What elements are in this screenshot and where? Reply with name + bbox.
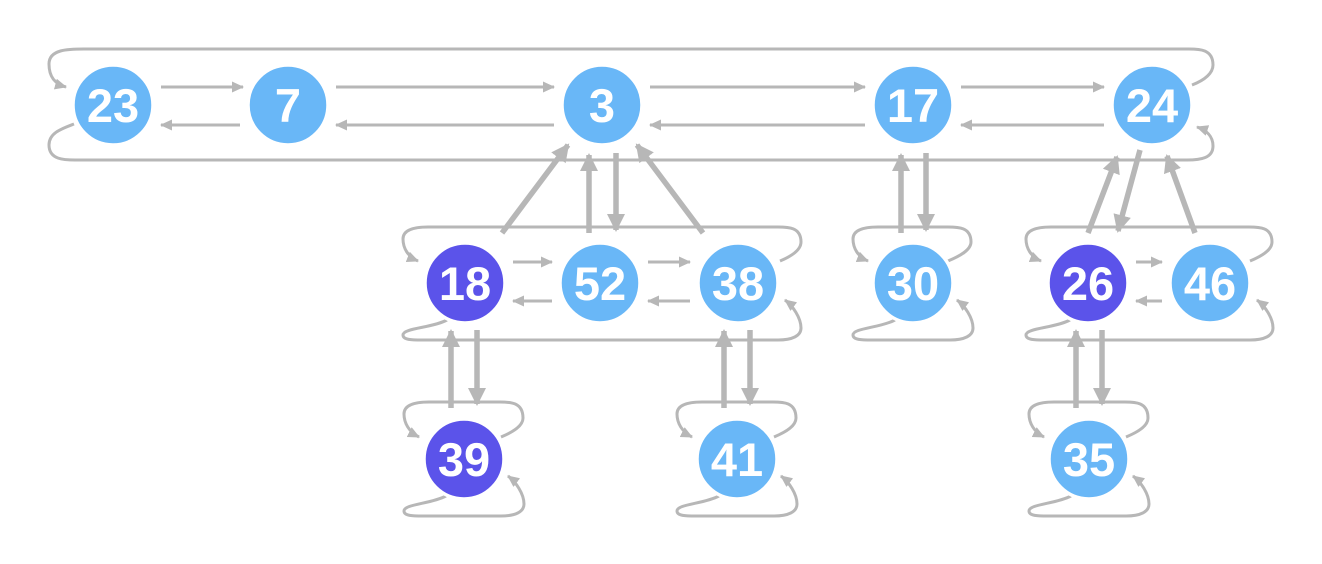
node-35: 35 bbox=[1047, 417, 1131, 501]
edge-38-parent-3 bbox=[634, 143, 706, 235]
node-39-label: 39 bbox=[438, 433, 490, 486]
node-17-circle bbox=[871, 63, 955, 147]
node-24: 24 bbox=[1110, 63, 1194, 147]
node-26: 26 bbox=[1046, 241, 1130, 325]
node-39: 39 bbox=[422, 417, 506, 501]
node-46-circle bbox=[1168, 241, 1252, 325]
node-17: 17 bbox=[871, 63, 955, 147]
edge-24-next-wrap-23 bbox=[47, 47, 1215, 90]
node-35-circle bbox=[1047, 417, 1131, 501]
edge-39-prev-self bbox=[402, 474, 526, 518]
node-23-label: 23 bbox=[87, 79, 139, 132]
edge-30-prev-self bbox=[851, 298, 975, 342]
edge-18-parent-3 bbox=[499, 143, 571, 235]
node-30-label: 30 bbox=[887, 257, 939, 310]
node-38-circle bbox=[696, 241, 780, 325]
node-41: 41 bbox=[695, 417, 779, 501]
node-24-label: 24 bbox=[1126, 79, 1178, 132]
edge-35-next-self bbox=[1027, 400, 1150, 439]
node-52-label: 52 bbox=[574, 257, 626, 310]
edge-35-prev-self bbox=[1027, 474, 1151, 518]
node-17-label: 17 bbox=[887, 79, 939, 132]
node-7-label: 7 bbox=[275, 79, 301, 132]
edge-26-parent-24 bbox=[1085, 155, 1120, 234]
node-52: 52 bbox=[558, 241, 642, 325]
edge-46-parent-24 bbox=[1164, 154, 1198, 234]
edge-18-prev-wrap-38 bbox=[401, 298, 803, 342]
node-30-circle bbox=[871, 241, 955, 325]
node-18-circle bbox=[423, 241, 507, 325]
sibling-link-arrows bbox=[47, 47, 1275, 518]
edge-23-prev-wrap-24 bbox=[47, 122, 1215, 162]
edge-39-next-self bbox=[402, 400, 525, 439]
node-41-circle bbox=[695, 417, 779, 501]
node-23: 23 bbox=[71, 63, 155, 147]
node-18: 18 bbox=[423, 241, 507, 325]
node-52-circle bbox=[558, 241, 642, 325]
edge-26-prev-wrap-46 bbox=[1024, 298, 1275, 342]
node-7: 7 bbox=[246, 63, 330, 147]
edge-38-next-wrap-18 bbox=[401, 225, 803, 263]
node-3-circle bbox=[560, 63, 644, 147]
node-38: 38 bbox=[696, 241, 780, 325]
node-18-label: 18 bbox=[439, 257, 491, 310]
node-3-label: 3 bbox=[589, 79, 615, 132]
parent-child-arrows bbox=[442, 143, 1198, 408]
node-24-circle bbox=[1110, 63, 1194, 147]
edge-30-next-self bbox=[851, 225, 973, 263]
node-39-circle bbox=[422, 417, 506, 501]
node-3: 3 bbox=[560, 63, 644, 147]
node-23-circle bbox=[71, 63, 155, 147]
edge-46-next-wrap-26 bbox=[1024, 225, 1274, 263]
node-41-label: 41 bbox=[711, 433, 763, 486]
node-46-label: 46 bbox=[1184, 257, 1236, 310]
node-26-circle bbox=[1046, 241, 1130, 325]
edge-41-prev-self bbox=[675, 474, 799, 518]
edge-24-child-26 bbox=[1113, 149, 1143, 233]
nodes: 23 7 3 17 24 18 52 38 bbox=[71, 63, 1252, 501]
edge-41-next-self bbox=[675, 400, 798, 439]
node-38-label: 38 bbox=[712, 257, 764, 310]
node-26-label: 26 bbox=[1062, 257, 1114, 310]
node-7-circle bbox=[246, 63, 330, 147]
node-30: 30 bbox=[871, 241, 955, 325]
node-35-label: 35 bbox=[1063, 433, 1115, 486]
node-46: 46 bbox=[1168, 241, 1252, 325]
